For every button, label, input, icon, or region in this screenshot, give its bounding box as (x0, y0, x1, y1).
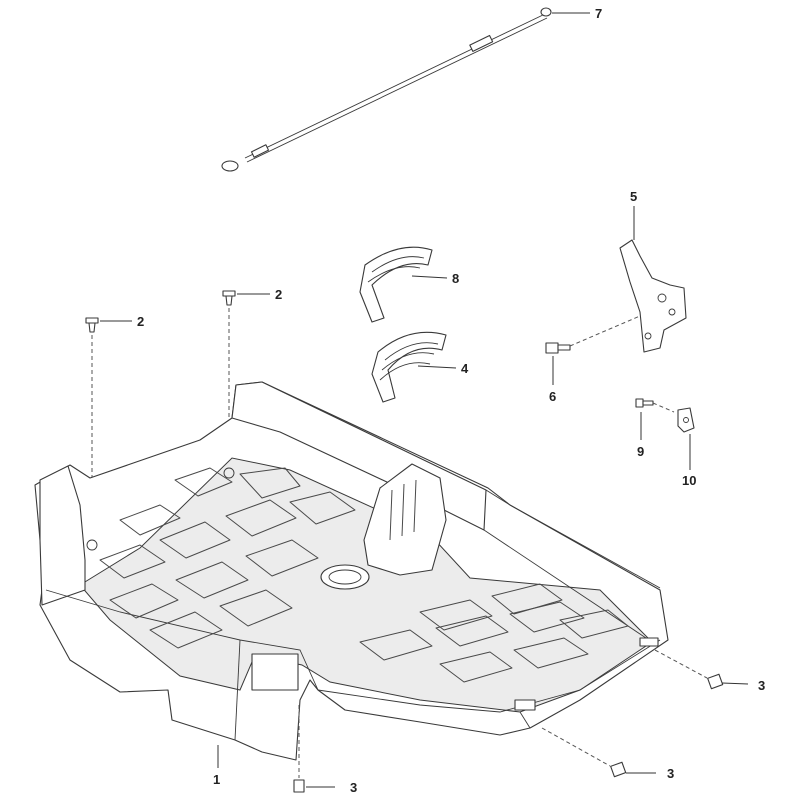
callout-2-center: 2 (275, 287, 282, 302)
callout-2-left: 2 (137, 314, 144, 329)
trim-pad-lower-part (371, 331, 457, 403)
cable-part (221, 7, 552, 172)
bracket-part (619, 206, 687, 353)
small-bolt-part (635, 398, 675, 440)
callout-3-lower-right: 3 (667, 766, 674, 781)
clip-bottom-part (293, 705, 335, 793)
clip-lower-right-part (541, 727, 656, 778)
callout-6: 6 (549, 389, 556, 404)
callout-1: 1 (213, 772, 220, 787)
callout-3-right: 3 (758, 678, 765, 693)
floor-tray-part (34, 381, 669, 761)
callout-7: 7 (595, 6, 602, 21)
clip-right-part (654, 649, 749, 690)
callout-9: 9 (637, 444, 644, 459)
clip-nut-part (677, 407, 695, 470)
callout-10: 10 (682, 473, 696, 488)
trim-pad-upper-part (359, 246, 448, 323)
bolt-part (545, 315, 641, 385)
callout-3-bottom: 3 (350, 780, 357, 795)
callout-5: 5 (630, 189, 637, 204)
callout-8: 8 (452, 271, 459, 286)
callout-4: 4 (461, 361, 469, 376)
